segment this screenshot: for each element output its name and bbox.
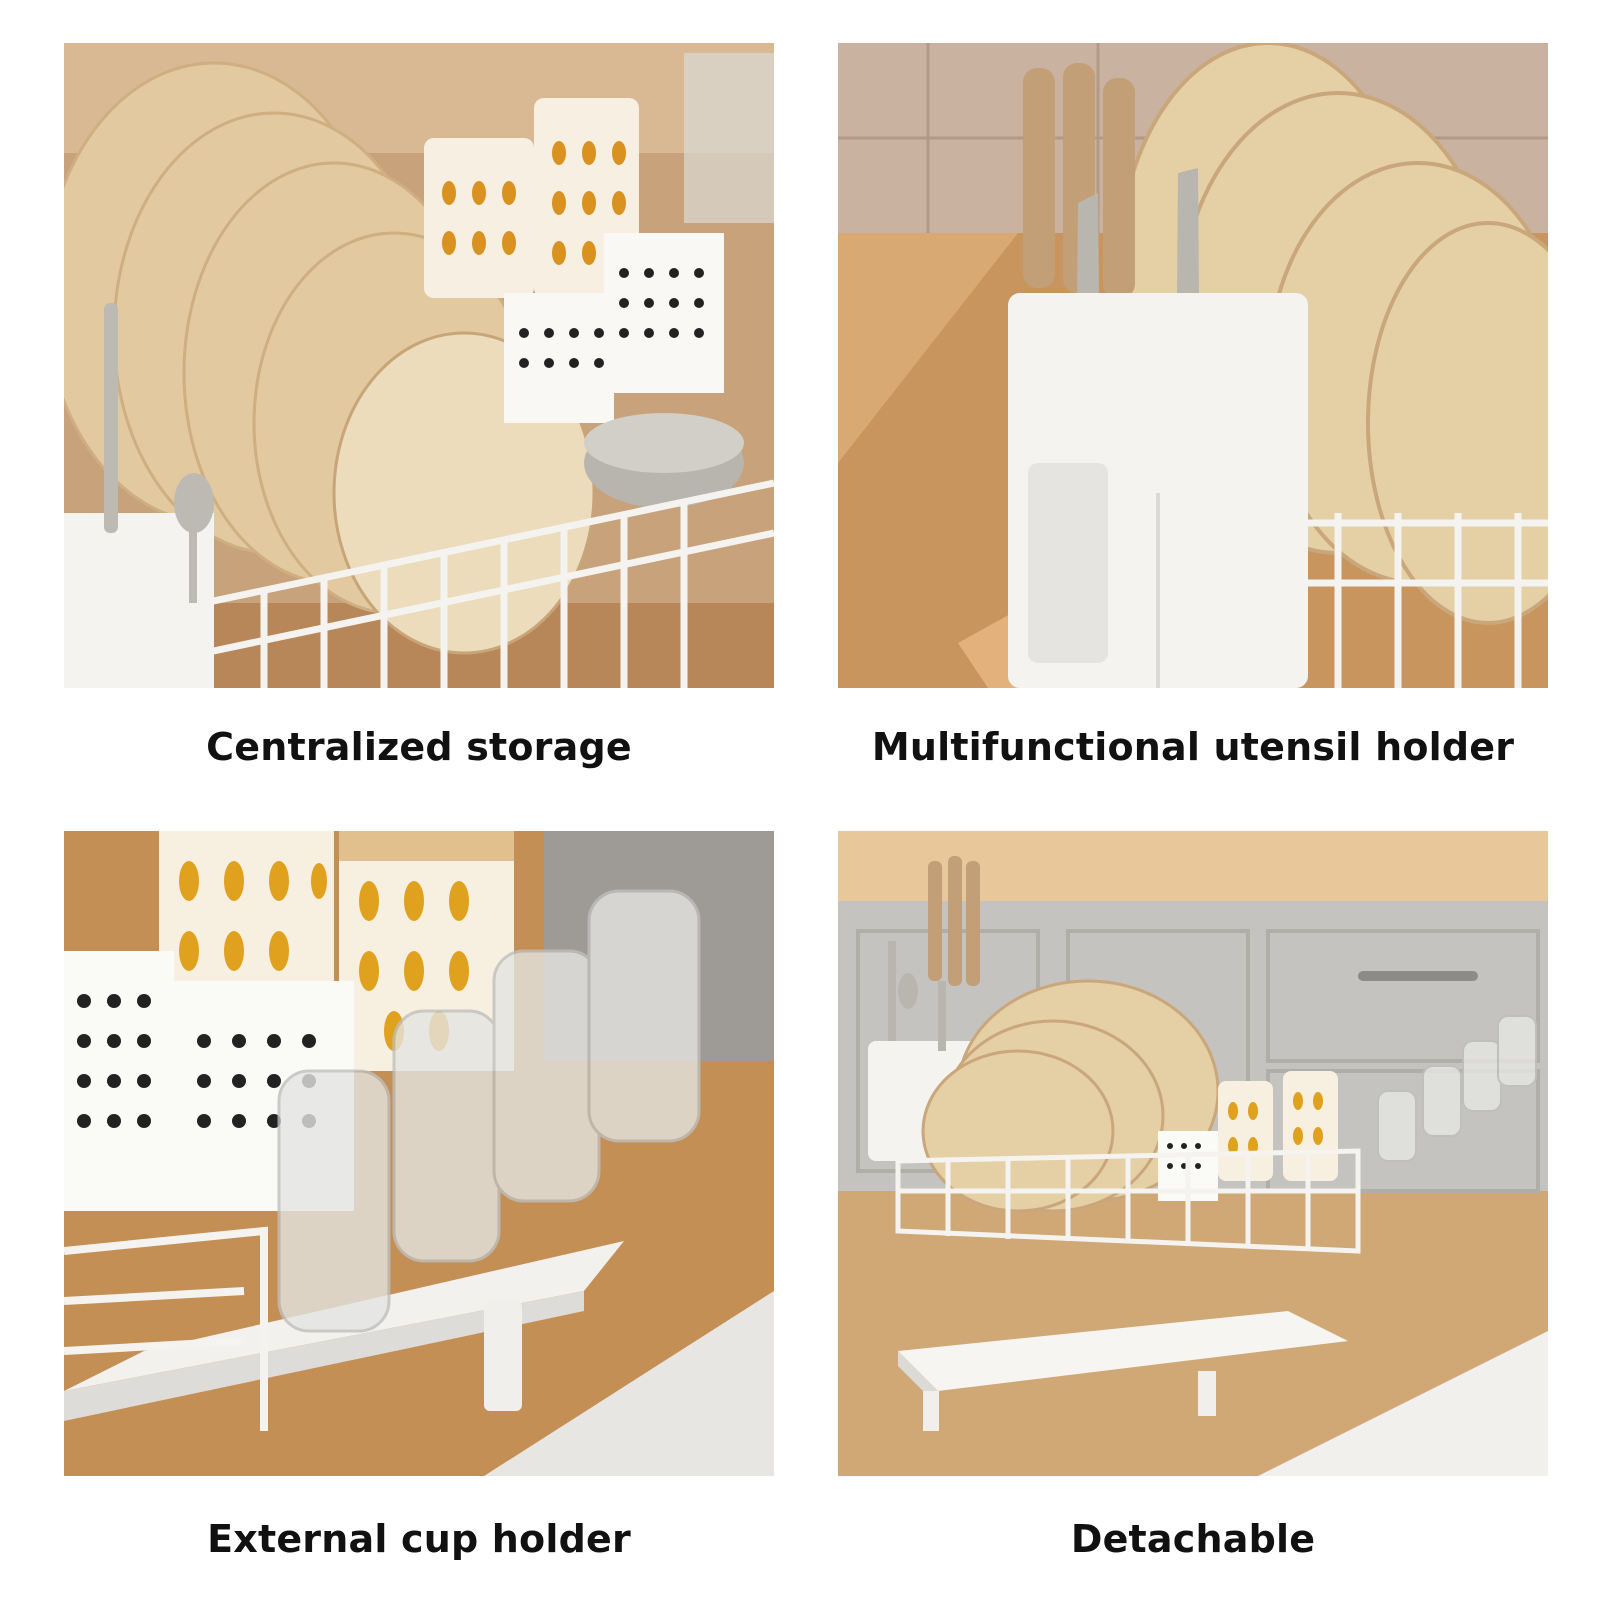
- caption-utensil-holder: Multifunctional utensil holder: [871, 725, 1515, 769]
- photo-external-cup-holder: [64, 831, 774, 1476]
- caption-external-cup-holder: External cup holder: [207, 1517, 631, 1561]
- caption-detachable: Detachable: [1070, 1517, 1316, 1561]
- photo-utensil-holder: [838, 43, 1548, 688]
- photo-centralized-storage: [64, 43, 774, 688]
- photo-detachable: [838, 831, 1548, 1476]
- caption-centralized-storage: Centralized storage: [206, 725, 632, 769]
